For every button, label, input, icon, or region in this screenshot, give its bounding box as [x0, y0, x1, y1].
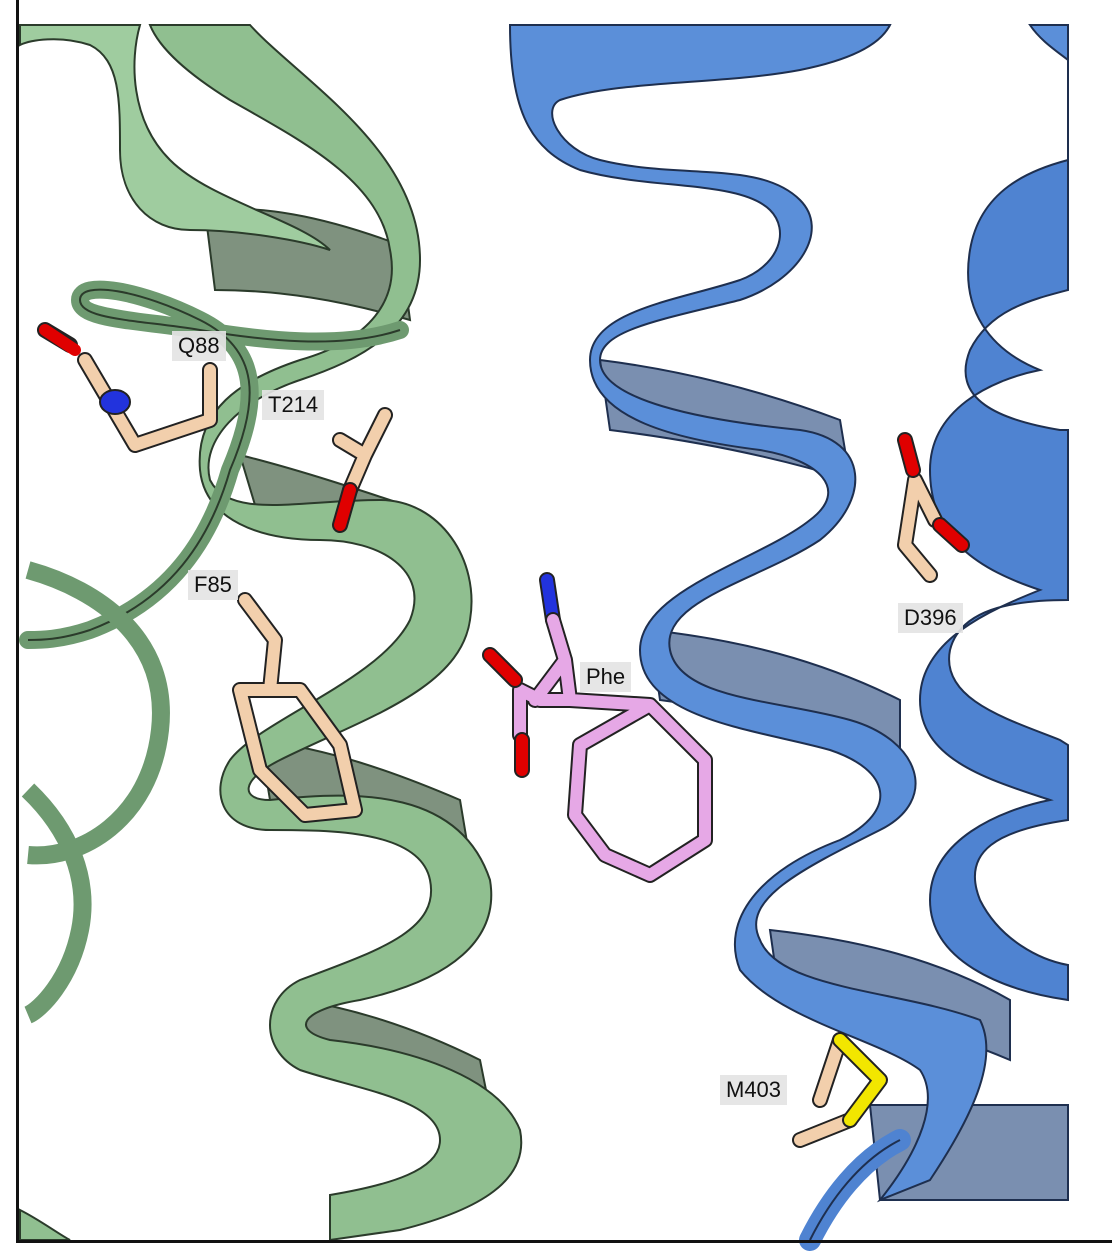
- d396-bond-oxygen: [934, 519, 968, 551]
- label-d396: D396: [898, 603, 963, 633]
- green-helix-ribbon-top: [19, 24, 331, 251]
- residue-f85: [232, 592, 363, 823]
- t214-bond-oxygen: [334, 484, 356, 531]
- phe-bond-oxygen: [484, 649, 521, 686]
- residue-d396: [897, 432, 970, 583]
- ligand-phe: [482, 572, 713, 883]
- residue-q88: [37, 322, 218, 453]
- f85-bond-carbon: [234, 594, 361, 821]
- blue-helix: [508, 24, 1069, 1251]
- q88-bond-oxygen: [39, 324, 81, 356]
- green-helix-back-band: [203, 207, 412, 322]
- green-loop-circle: [25, 561, 170, 865]
- d396-bond-oxygen: [899, 434, 919, 476]
- label-t214: T214: [262, 390, 325, 420]
- green-loop-circle: [21, 783, 92, 1024]
- phe-bond-carbon: [514, 614, 711, 881]
- residue-m403: [792, 1032, 888, 1148]
- green-helix-bottom: [19, 1208, 71, 1241]
- q88-nitrogen-atom: [99, 389, 131, 415]
- m403-bond-carbon: [794, 1034, 856, 1146]
- residue-t214: [332, 407, 393, 533]
- d396-bond-carbon: [899, 474, 941, 581]
- m403-bond-sulfur: [834, 1034, 886, 1126]
- blue-helix-ribbon: [508, 24, 988, 1203]
- blue-helix-bottom-loop-outline: [809, 1139, 901, 1241]
- blue-helix-top-right: [1028, 24, 1069, 63]
- frame-bottom-border: [16, 1240, 1112, 1243]
- label-f85: F85: [188, 570, 238, 600]
- label-m403: M403: [720, 1075, 788, 1105]
- label-phe: Phe: [580, 662, 632, 692]
- frame-left-border: [16, 0, 19, 1242]
- blue-helix-right-ribbon: [918, 25, 1069, 1002]
- label-q88: Q88: [172, 331, 226, 361]
